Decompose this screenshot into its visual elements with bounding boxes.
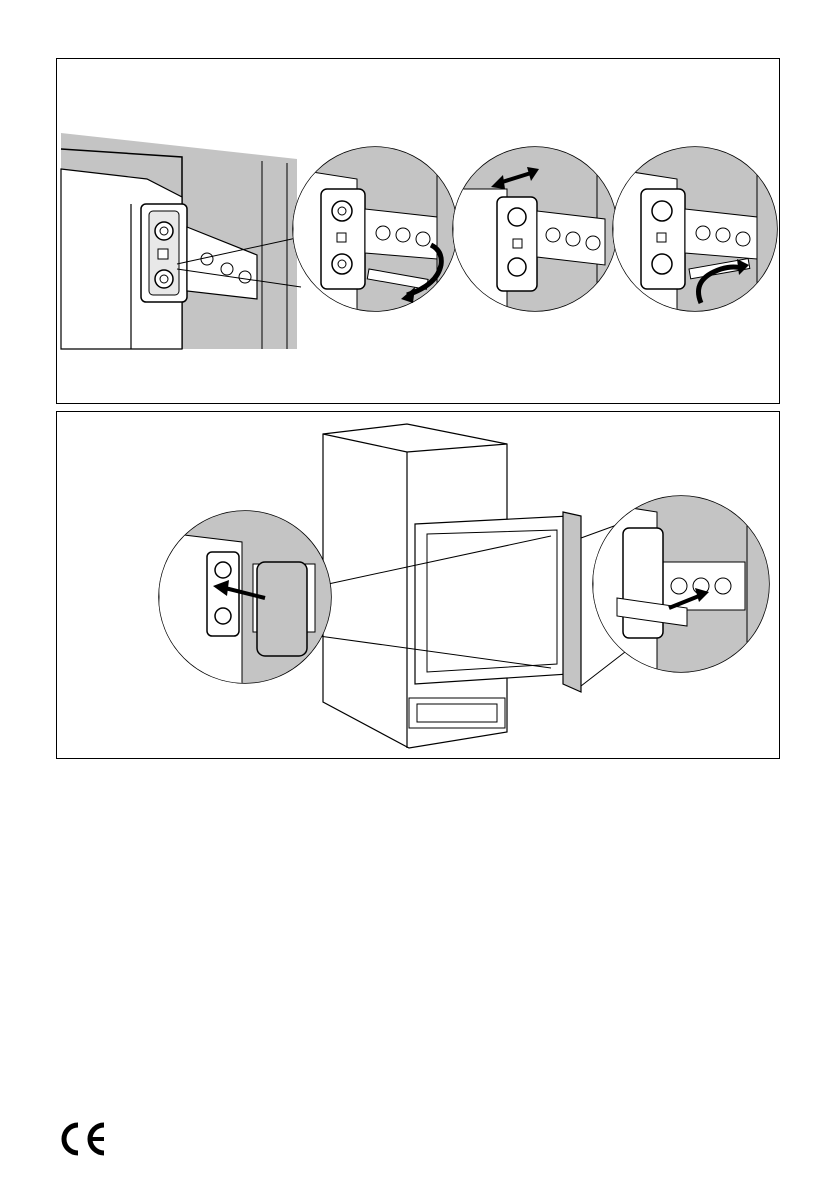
hinge-cover-icon [257,562,307,656]
hinge-cover-figure [56,411,780,759]
hinge-adjustment-figure [56,58,780,404]
zoom-circle-2 [453,147,617,319]
hinge-adjustment-illustration [57,59,780,404]
zoom-circle-1 [293,147,457,319]
appliance-cabinet-icon [323,424,581,748]
hinge-cover-illustration [57,412,780,759]
zoom-circle-3 [613,147,777,319]
zoom-circle-left [159,511,331,692]
ce-mark-logo [56,1121,108,1157]
zoom-circle-right [593,496,769,672]
